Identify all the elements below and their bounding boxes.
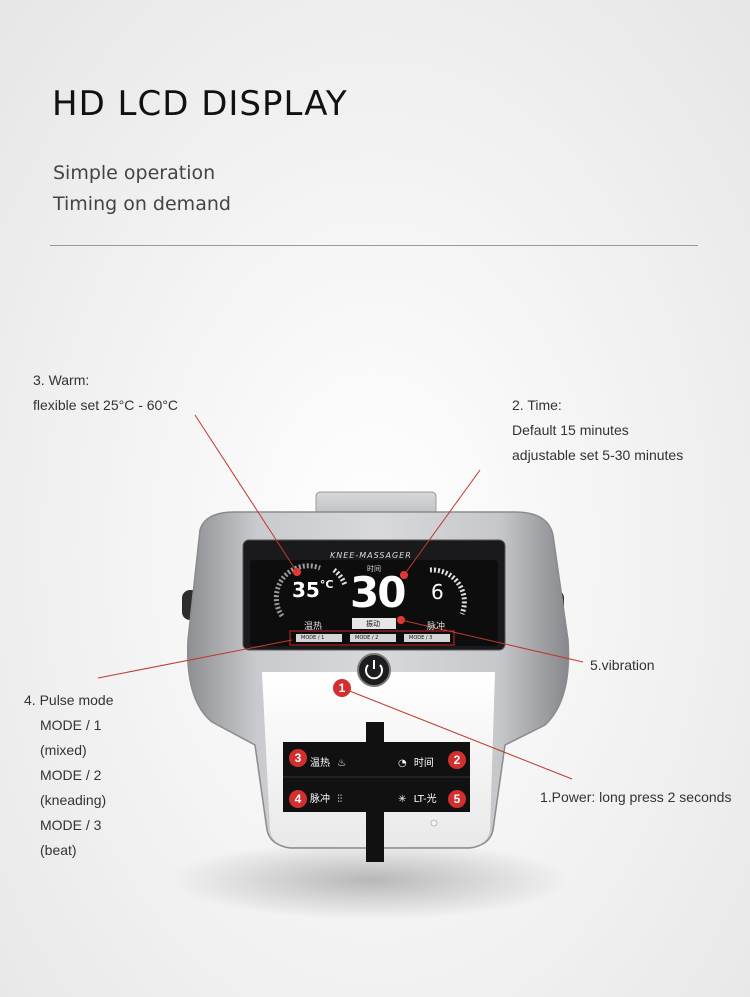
vibration-callout: 5.vibration: [590, 657, 655, 673]
power-callout-line: [341, 687, 573, 780]
vibration-callout-line: [400, 619, 584, 663]
mode-1-label[interactable]: MODE / 1: [301, 635, 325, 641]
badge-time: 2: [448, 751, 466, 769]
subtitle-operation: Simple operation: [53, 162, 216, 184]
sun-icon: ✳: [398, 794, 407, 805]
pulse-callout-line: [97, 639, 293, 679]
pulse-mode-1: MODE / 1: [40, 717, 102, 733]
pulse-mode-callout: 4. Pulse mode MODE / 1 (mixed) MODE / 2 …: [24, 688, 114, 863]
power-icon: [365, 664, 383, 680]
pulse-button-label: 脉冲: [310, 794, 330, 805]
time-default: Default 15 minutes: [512, 422, 629, 438]
temp-value: 35: [292, 578, 320, 602]
temp-unit: °C: [319, 578, 334, 591]
page-title: HD LCD DISPLAY: [52, 84, 348, 124]
warm-callout-line: [194, 414, 298, 573]
time-callout: 2. Time: Default 15 minutes adjustable s…: [512, 393, 683, 468]
mode-2-chip: [350, 634, 396, 642]
pulse-mode-1-desc: (mixed): [40, 742, 87, 758]
temp-label: 温热: [304, 622, 323, 632]
device-shadow: [170, 840, 570, 920]
time-label: 时间: [367, 565, 381, 573]
warm-detail: flexible set 25°C - 60°C: [33, 397, 179, 413]
button-cluster: [283, 722, 470, 862]
warm-callout: 3. Warm: flexible set 25°C - 60°C: [33, 368, 178, 418]
subtitle-timing: Timing on demand: [53, 193, 231, 215]
power-button: [357, 653, 391, 687]
warm-button[interactable]: 温热 ♨: [310, 754, 346, 769]
pulse-title: 4. Pulse mode: [24, 692, 114, 708]
light-button[interactable]: ✳ LT-光: [398, 790, 437, 805]
badge-pulse: 4: [289, 790, 307, 808]
lcd-inner: [250, 560, 498, 646]
time-range: adjustable set 5-30 minutes: [512, 447, 684, 463]
badge-light: 5: [448, 790, 466, 808]
status-led: [430, 819, 438, 827]
pulse-button[interactable]: 脉冲 ⫶⫶: [310, 790, 342, 805]
mode-3-label[interactable]: MODE / 3: [409, 635, 433, 641]
time-callout-line: [403, 469, 481, 576]
pulse-arc: [429, 567, 467, 615]
waveform-icon: ⫶⫶: [337, 794, 343, 805]
pulse-mode-2-desc: (kneading): [40, 792, 107, 808]
mode-3-chip: [404, 634, 450, 642]
heat-icon: ♨: [337, 758, 347, 769]
light-button-label: LT-光: [413, 794, 437, 805]
pulse-label: 脉冲: [427, 622, 446, 632]
time-value: 30: [350, 568, 406, 617]
mode-bar-frame: [289, 630, 455, 646]
time-button-label: 时间: [413, 758, 434, 769]
pulse-mode-2: MODE / 2: [40, 767, 102, 783]
clock-icon: ◔: [398, 758, 407, 769]
temp-readout: 35°C: [292, 578, 333, 602]
warm-title: 3. Warm:: [33, 372, 90, 388]
warm-arc: [273, 563, 321, 618]
mode-1-chip: [296, 634, 342, 642]
time-button[interactable]: ◔ 时间: [398, 754, 434, 769]
mode-2-label[interactable]: MODE / 2: [355, 635, 379, 641]
pulse-mode-3-desc: (beat): [40, 842, 77, 858]
pulse-value: 6: [431, 580, 444, 604]
power-callout: 1.Power: long press 2 seconds: [540, 789, 732, 805]
vibration-label: 振动: [366, 620, 380, 628]
time-title: 2. Time:: [512, 397, 562, 413]
badge-warm: 3: [289, 749, 307, 767]
warm-button-label: 温热: [310, 758, 330, 769]
brand-label: KNEE-MASSAGER: [330, 551, 412, 560]
warm-arc-active: [332, 567, 348, 586]
pulse-mode-3: MODE / 3: [40, 817, 102, 833]
vibration-label-box: [352, 618, 396, 629]
header-divider: [50, 245, 698, 246]
badge-power: 1: [333, 679, 351, 697]
